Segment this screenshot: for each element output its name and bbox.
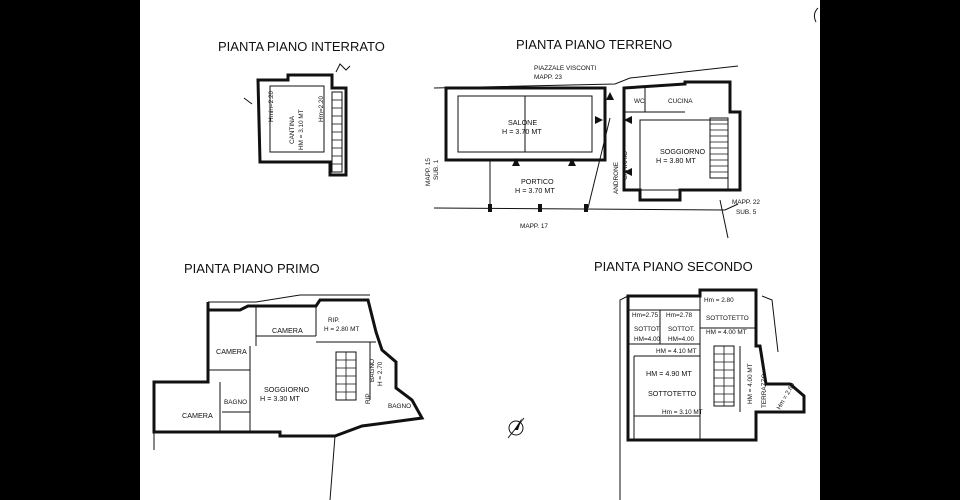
soggiorno-primo-label: SOGGIORNO [264,385,310,394]
piazzale-label: PIAZZALE VISCONTI [534,65,596,72]
cantina-hmin: Hmin=2.20 [268,90,275,122]
plan-terreno: PIAZZALE VISCONTI MAPP. 23 SALONE H = 3.… [425,65,760,239]
mapp15-label: MAPP. 15 [425,158,432,186]
sec-hm400a: HM=4.00 [634,336,661,343]
cantina-label: CANTINA [289,115,296,144]
rip-label: RIP. [328,317,340,324]
sec-sottot-1: SOTTOT. [634,326,661,333]
salone-height: H = 3.70 MT [502,127,542,136]
cucina-label: CUCINA [668,98,693,105]
cantina-height: HM = 3.10 MT [298,109,305,150]
camera-primo-3: CAMERA [182,411,213,420]
soggiorno-terreno-height: H = 3.80 MT [656,156,696,165]
corner-mark [813,7,819,23]
floor-plan-sheet: PIANTA PIANO INTERRATO PIANTA PIANO TERR… [140,0,820,500]
rip-height: H = 2.80 MT [324,326,359,333]
mapp22-label: MAPP. 22 [732,199,760,206]
stair-primo [335,351,357,401]
portico-label: PORTICO [521,177,554,186]
sec-sottot-2: SOTTOT. [668,326,695,333]
plan-primo: CAMERA CAMERA CAMERA RIP. H = 2.80 MT SO… [152,294,425,500]
sec-hm260: Hm = 2.60 [776,381,797,411]
title-secondo: PIANTA PIANO SECONDO [594,259,753,274]
plan-secondo: Hm=2.75 Hm=2.78 Hm = 2.80 SOTTOT. SOTTOT… [619,288,806,500]
mapp23-label: MAPP. 23 [534,74,562,81]
bagno-primo-height: H = 2.70 [377,361,384,386]
stair-interrato [331,91,343,173]
wc-label: WC [634,98,645,105]
floor-plans-drawing: PIANTA PIANO INTERRATO PIANTA PIANO TERR… [152,7,819,500]
north-arrow-icon [507,417,525,439]
soggiorno-terreno-label: SOGGIORNO [660,147,706,156]
salone-label: SALONE [508,118,537,127]
sec-hm490: HM = 4.90 MT [646,369,692,378]
plan-interrato: CANTINA HM = 3.10 MT Hmin=2.20 Hm=2.20 [243,63,351,177]
camera-primo-1: CAMERA [272,326,303,335]
sec-hm400c: HM = 4.00 MT [706,329,747,336]
sec-hm400b: HM=4.00 [668,336,695,343]
carraio-label: CARRAIO [622,151,629,180]
stair-terreno [709,117,729,179]
sub5-label: SUB. 5 [736,209,757,216]
soggiorno-primo-height: H = 3.30 MT [260,394,300,403]
sub1-label: SUB. 1 [433,159,440,180]
mapp17-label: MAPP. 17 [520,223,548,230]
bagno-primo-1: BAGNO [224,399,247,406]
title-interrato: PIANTA PIANO INTERRATO [218,39,385,54]
sec-hm275: Hm=2.75 [632,312,659,319]
title-primo: PIANTA PIANO PRIMO [184,261,320,276]
sec-hm280: Hm = 2.80 [704,297,734,304]
androne-label: ANDRONE [613,162,620,194]
bagno-primo-3: BAGNO [388,403,411,410]
camera-primo-2: CAMERA [216,347,247,356]
sec-sottotetto-2: SOTTOTETTO [648,389,696,398]
sec-sottotetto-1: SOTTOTETTO [706,315,749,322]
sec-hm310: Hm = 3.10 MT [662,409,703,416]
sec-terrazzo: TERRAZZO [761,374,768,408]
title-terreno: PIANTA PIANO TERRENO [516,37,672,52]
sec-hm278: Hm=2.78 [666,312,693,319]
stair-secondo [713,345,735,407]
cantina-hmax: Hm=2.20 [318,95,325,122]
sec-hm400v: HM = 4.00 MT [747,363,754,404]
portico-height: H = 3.70 MT [515,186,555,195]
sec-hm410: HM = 4.10 MT [656,348,697,355]
rip2-label: RIP. [365,392,372,404]
bagno-primo-2: BAGNO [369,359,376,382]
